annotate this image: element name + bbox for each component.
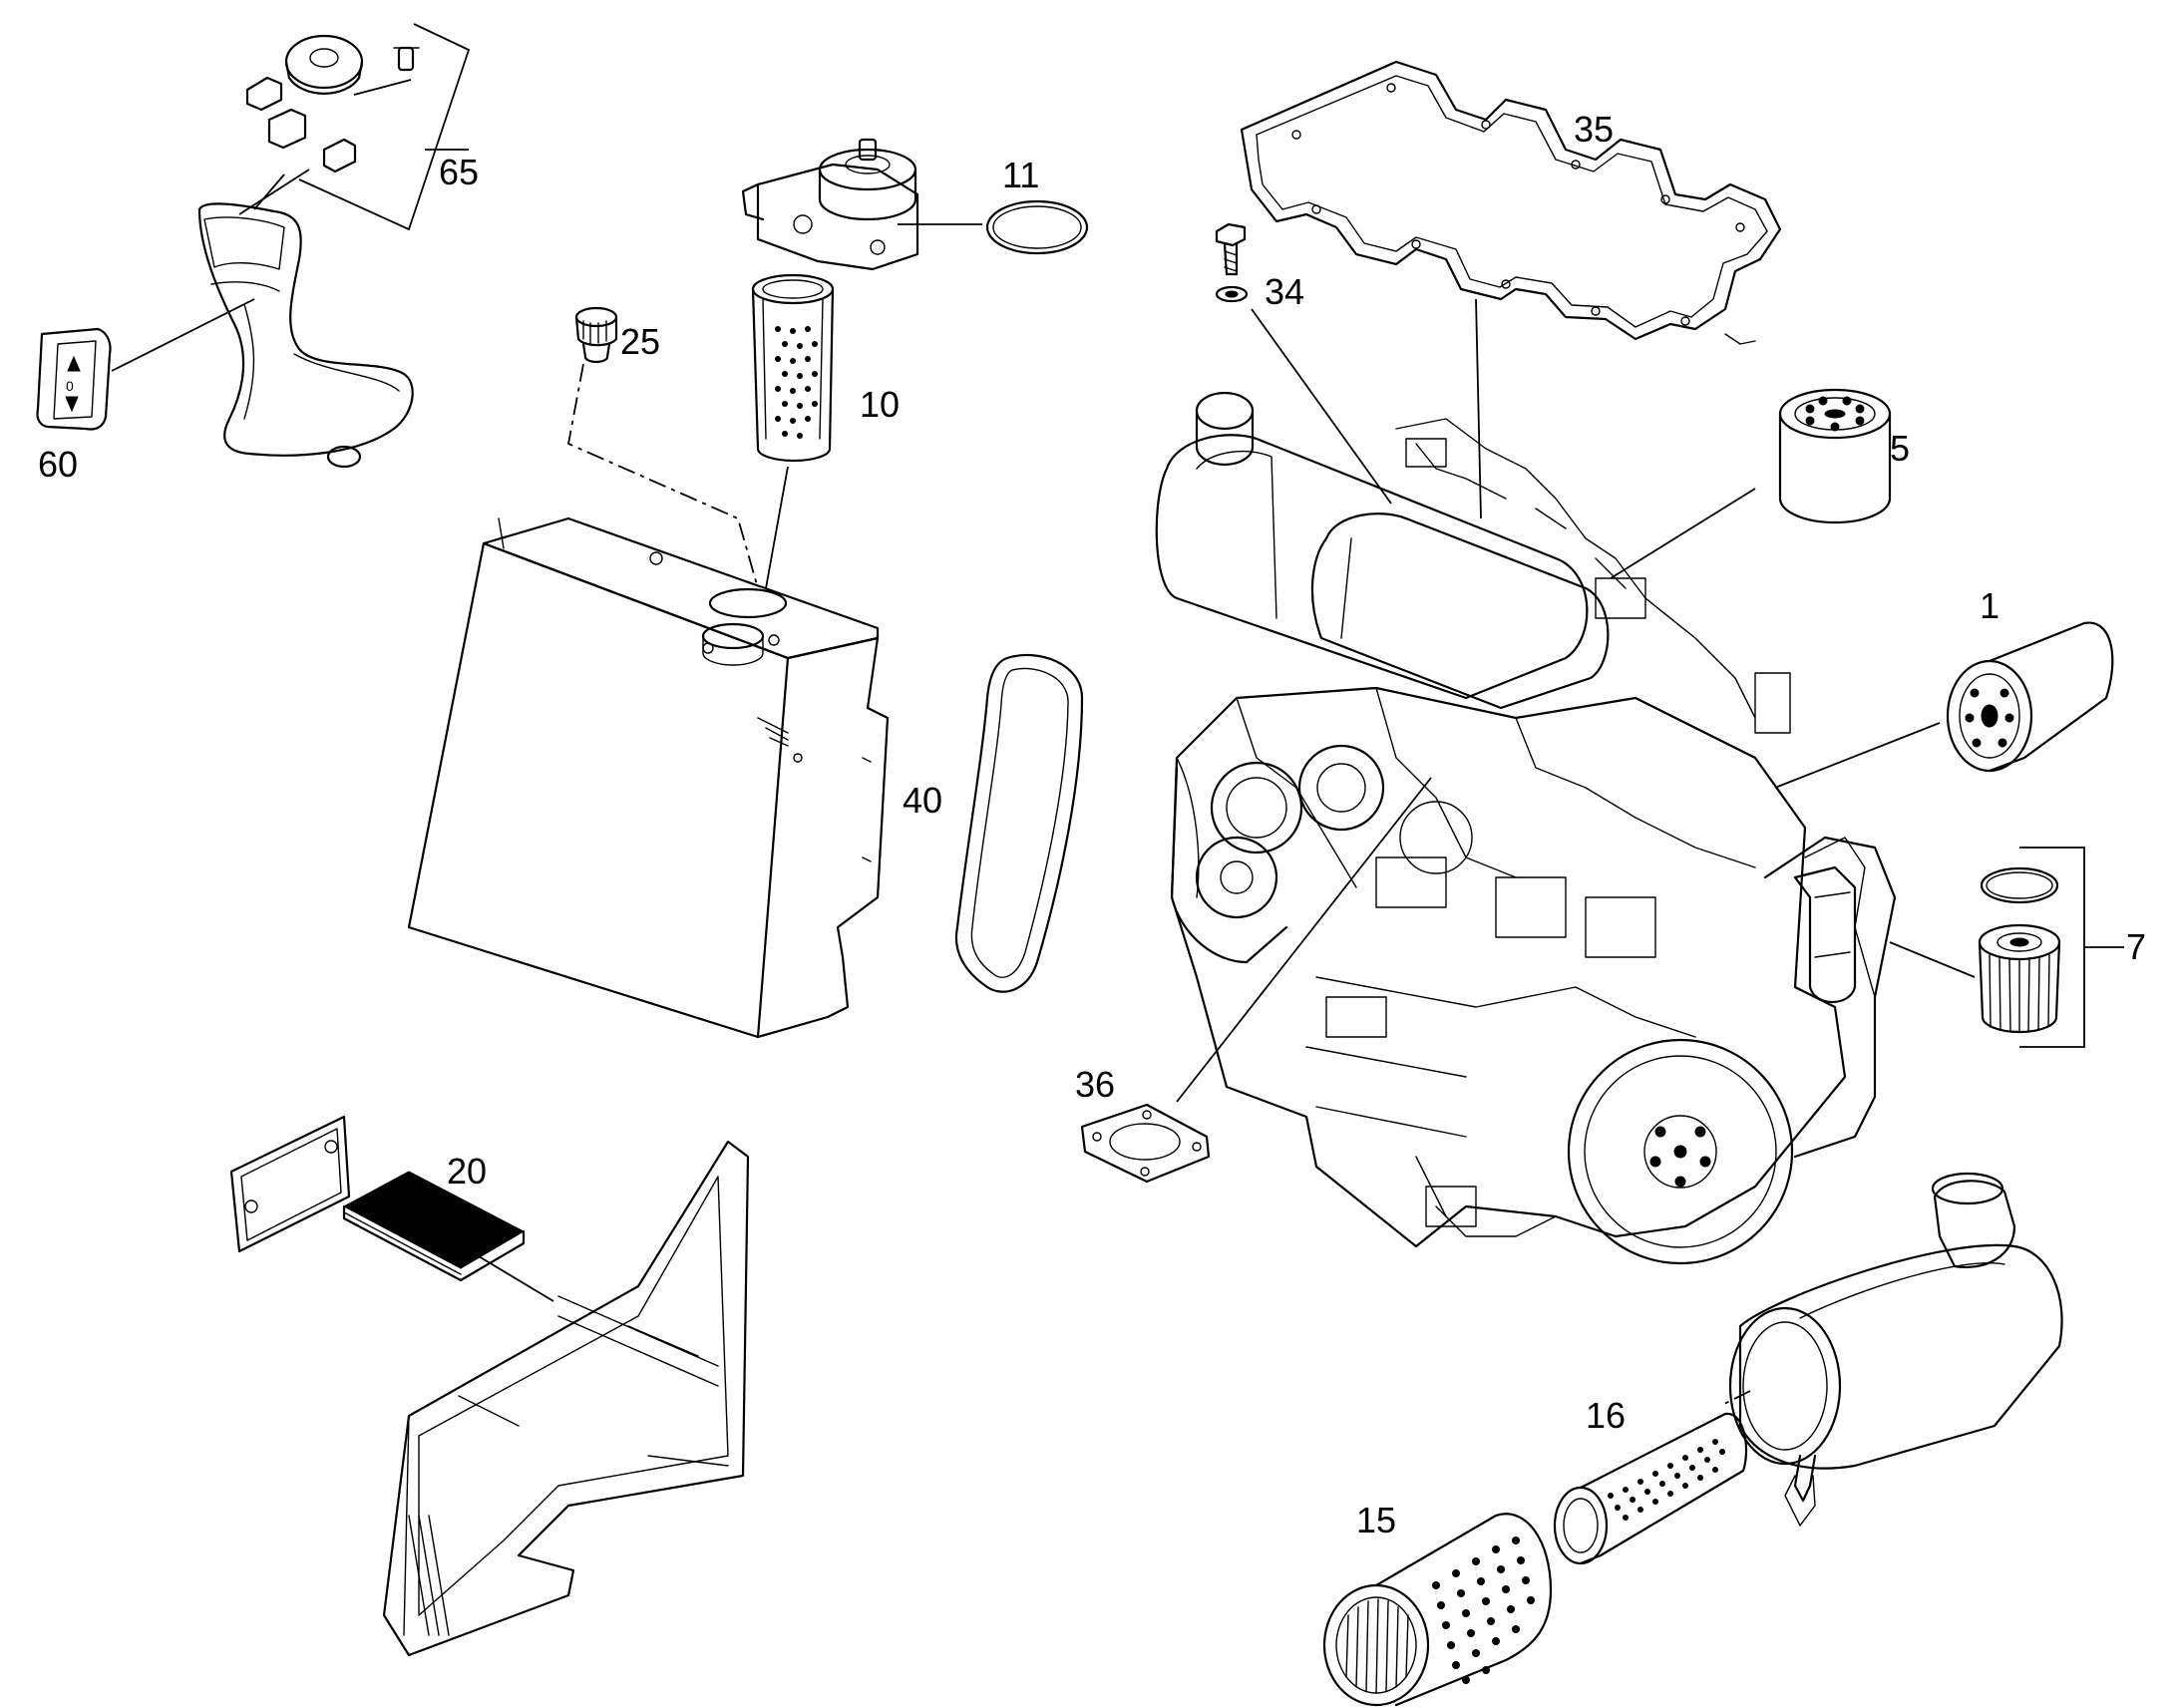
callout-15: 15 bbox=[1356, 1500, 1396, 1540]
part-5-filter-cartridge bbox=[1610, 388, 1892, 579]
callout-5: 5 bbox=[1890, 428, 1910, 469]
part-40-drive-belt bbox=[954, 653, 1084, 993]
part-36-exhaust-gasket bbox=[1080, 777, 1432, 1184]
part-16-safety-element bbox=[1553, 1412, 1748, 1565]
callout-11: 11 bbox=[1002, 155, 1039, 195]
cab-air-filter-housing bbox=[382, 1140, 750, 1657]
callout-65: 65 bbox=[439, 152, 479, 192]
part-1-oil-filter bbox=[1774, 621, 2114, 789]
part-25-plug bbox=[566, 306, 759, 589]
part-11-o-ring bbox=[985, 199, 1089, 255]
callout-60: 60 bbox=[38, 444, 78, 485]
callout-34: 34 bbox=[1265, 271, 1304, 312]
element-perforations bbox=[1608, 1439, 1725, 1521]
part-10-suction-strainer bbox=[751, 273, 835, 589]
part-20-cab-filter bbox=[342, 1171, 554, 1302]
callout-7: 7 bbox=[2126, 926, 2146, 967]
strainer-perforations bbox=[775, 326, 818, 439]
filter-head-housing bbox=[741, 138, 982, 271]
callout-1: 1 bbox=[1980, 585, 1999, 626]
part-34-bolt-washer bbox=[1215, 222, 1392, 505]
callout-16: 16 bbox=[1586, 1395, 1626, 1436]
engine-assembly bbox=[1155, 391, 1897, 1265]
cab-filter-gasket-plate bbox=[229, 1115, 351, 1253]
hydraulic-tank bbox=[407, 516, 890, 1039]
part-35-valve-cover-gasket bbox=[1240, 60, 1782, 519]
part-15-primary-element bbox=[1322, 1513, 1553, 1707]
callout-25: 25 bbox=[620, 321, 660, 362]
part-65-joystick-cap-kit bbox=[245, 23, 471, 231]
callout-10: 10 bbox=[860, 384, 900, 425]
joystick-handle bbox=[197, 169, 414, 469]
callout-20: 20 bbox=[447, 1151, 487, 1192]
callout-35: 35 bbox=[1574, 109, 1614, 150]
svg-text:0: 0 bbox=[66, 378, 74, 394]
primary-element-perforations bbox=[1432, 1537, 1535, 1684]
part-7-fuel-filter-kit bbox=[1889, 847, 2124, 1048]
air-cleaner-housing bbox=[1719, 1172, 2063, 1527]
callout-36: 36 bbox=[1075, 1064, 1115, 1105]
callout-40: 40 bbox=[903, 780, 942, 821]
part-60-rocker-switch: 0 bbox=[36, 298, 255, 431]
